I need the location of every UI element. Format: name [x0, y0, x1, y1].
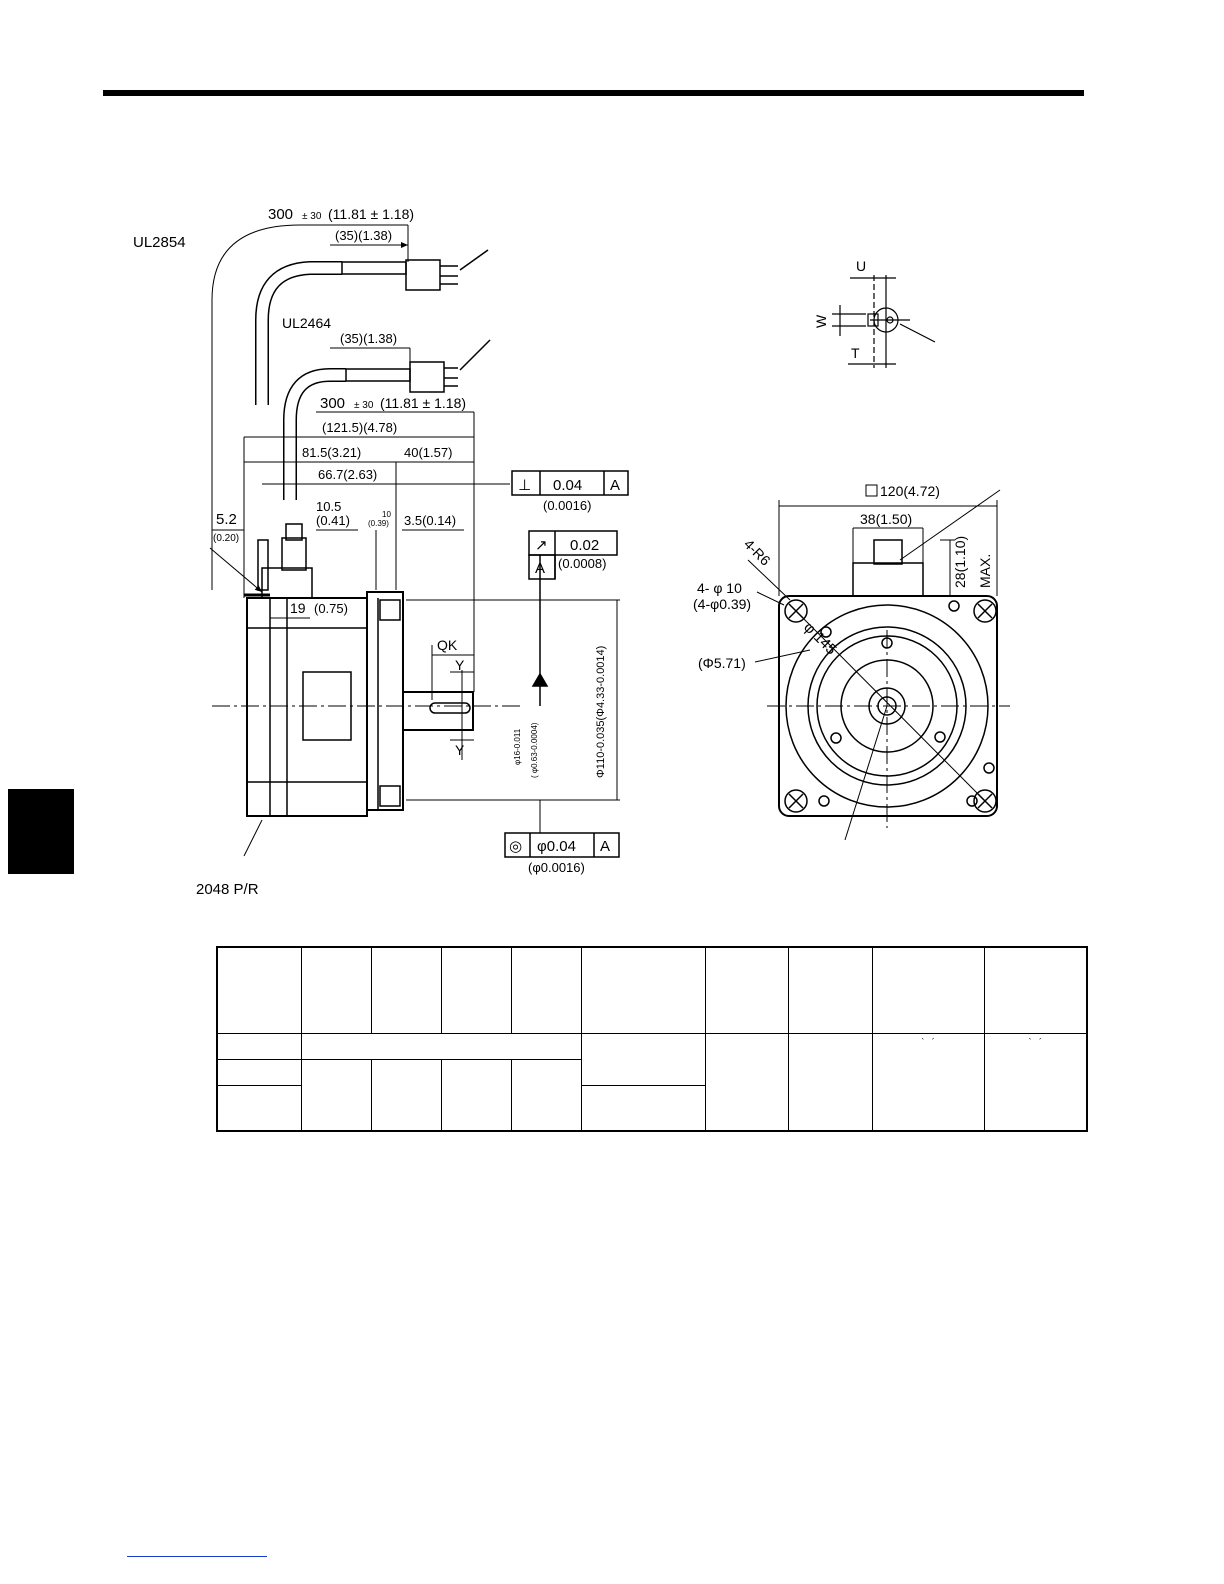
- table-header-cell: [704, 946, 789, 1034]
- table-cell: ` ´: [983, 1032, 1088, 1132]
- table-header-cell: [871, 946, 985, 1034]
- key-label-t: T: [851, 345, 860, 361]
- tol-perp-symbol: ⊥: [518, 477, 531, 494]
- table-cell: [300, 1058, 372, 1132]
- dim-5-2: 5.2: [216, 511, 237, 528]
- encoder-note: 2048 P/R: [196, 881, 259, 898]
- table-header-cell: [440, 946, 512, 1034]
- table-header-cell: [300, 946, 372, 1034]
- cable-upper-length: 300: [268, 206, 293, 223]
- table-cell: [704, 1032, 789, 1132]
- flange: [366, 591, 404, 811]
- dim-3-5: 3.5(0.14): [404, 513, 456, 528]
- flange-size: 120(4.72): [880, 483, 940, 499]
- table-cell: [510, 1058, 582, 1132]
- shaft-key: [429, 702, 471, 714]
- top-rule: [103, 90, 1084, 96]
- dim-0-41: (0.41): [316, 513, 350, 528]
- tol-perp-datum: A: [610, 477, 620, 494]
- hole-count-dia-in: (4-φ0.39): [693, 596, 751, 612]
- spec-table: ` ´ ` ´: [216, 946, 1088, 1132]
- tol-concentric-value: φ0.04: [537, 838, 576, 855]
- dim-shaft: 40(1.57): [404, 445, 452, 460]
- table-header-cell: [510, 946, 582, 1034]
- tol-runout-value: 0.02: [570, 537, 599, 554]
- cable-lower-connector: (35)(1.38): [340, 331, 397, 346]
- table-cell: [787, 1032, 873, 1132]
- tol-runout-datum: A: [535, 560, 545, 577]
- dim-total: (121.5)(4.78): [322, 420, 397, 435]
- dim-y-bottom: Y: [455, 742, 465, 758]
- tol-concentric-frame: [504, 832, 620, 858]
- tol-concentric-symbol: ◎: [509, 838, 522, 855]
- tol-runout-value-in: (0.0008): [558, 556, 606, 571]
- tol-concentric-value-in: (φ0.0016): [528, 860, 585, 875]
- shaft-diameter: φ16-0.011: [513, 728, 522, 765]
- table-cell: [216, 1058, 302, 1086]
- dim-0-20: (0.20): [213, 533, 239, 544]
- corner-radius: 4-R6: [741, 536, 774, 569]
- table-cell: [580, 1032, 706, 1086]
- dim-flange: 66.7(2.63): [318, 467, 377, 482]
- key-label-u: U: [856, 258, 866, 274]
- table-header-cell: [787, 946, 873, 1034]
- pcd: φ 145: [800, 619, 840, 659]
- cable-lower-length: 300: [320, 395, 345, 412]
- cable-lower-tol: ± 30: [354, 400, 374, 411]
- table-cell: [216, 1032, 302, 1060]
- table-header-cell: [983, 946, 1088, 1034]
- table-cell: [216, 1084, 302, 1132]
- table-header-cell: [370, 946, 442, 1034]
- connector-max: MAX.: [977, 554, 993, 588]
- cable-lower-length-in: (11.81 ± 1.18): [380, 395, 466, 411]
- table-header-cell: [580, 946, 706, 1034]
- cable-upper-connector: (35)(1.38): [335, 228, 392, 243]
- key-label-w: W: [813, 314, 829, 328]
- table-cell: [580, 1084, 706, 1132]
- connector-height: 28(1.10): [952, 536, 968, 588]
- dim-y-top: Y: [455, 657, 465, 673]
- motor-body: [246, 597, 368, 817]
- footer-link-underline[interactable]: [127, 1556, 267, 1557]
- tol-runout-frame: [528, 530, 618, 556]
- cable-upper-length-in: (11.81 ± 1.18): [328, 206, 414, 222]
- tol-concentric-datum: A: [600, 838, 610, 855]
- tol-runout-symbol: ↗: [535, 537, 548, 554]
- tol-perp-value-in: (0.0016): [543, 498, 591, 513]
- side-view-labels: UL2854 300 ± 30 (11.81 ± 1.18) (35)(1.38…: [133, 206, 620, 898]
- table-cell: [370, 1058, 442, 1132]
- hole-count-dia: 4- φ 10: [697, 580, 742, 596]
- cable-lower-type: UL2464: [282, 315, 331, 331]
- dim-10-5: 10.5: [316, 499, 341, 514]
- spigot-diameter: Φ110-0.035(Φ4.33-0.0014): [595, 646, 607, 778]
- pcd-in: (Φ5.71): [698, 655, 746, 671]
- shaft-diameter-in: ( φ0.63-0.0004): [530, 722, 539, 778]
- key-detail-labels: U W T: [813, 258, 866, 361]
- cable-upper-tol: ± 30: [302, 211, 322, 222]
- table-cell: [440, 1058, 512, 1132]
- dim-10: 10: [382, 510, 391, 519]
- square-symbol: [865, 484, 878, 497]
- table-header-cell: [216, 946, 302, 1034]
- section-tab: [8, 789, 74, 874]
- front-view-labels: 120(4.72) 38(1.50) 28(1.10) MAX. 4-R6 4-…: [693, 483, 993, 671]
- table-cell: ` ´: [871, 1032, 985, 1132]
- cable-upper-type: UL2854: [133, 234, 186, 251]
- table-cell: [300, 1032, 582, 1060]
- dim-qk: QK: [437, 637, 458, 653]
- dim-19: 19: [290, 600, 306, 616]
- dim-0-75: (0.75): [314, 601, 348, 616]
- front-view: [747, 489, 1010, 841]
- tol-perp-frame: [511, 470, 629, 496]
- tol-perp-value: 0.04: [553, 477, 582, 494]
- dim-body: 81.5(3.21): [302, 445, 361, 460]
- shaft: [402, 691, 474, 731]
- side-view: [209, 224, 629, 858]
- dim-0-39: (0.39): [368, 519, 389, 528]
- connector-width: 38(1.50): [860, 511, 912, 527]
- key-detail-view: [832, 275, 936, 368]
